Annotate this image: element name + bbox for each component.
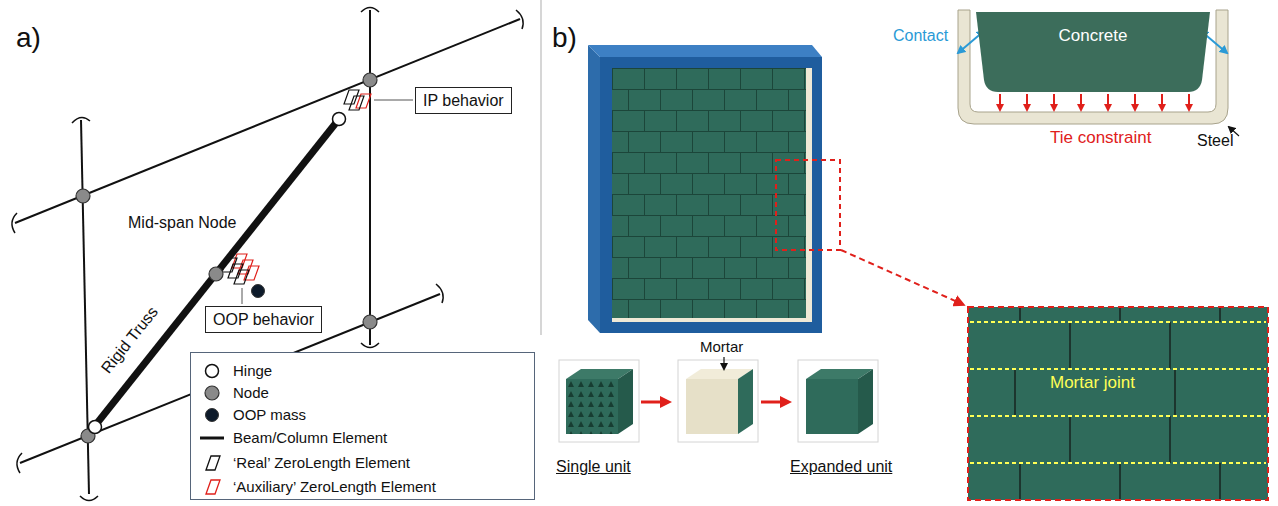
legend-text: Node: [233, 384, 269, 402]
tie-arrows: [1000, 94, 1189, 110]
ip-zero-length-elements: [344, 90, 371, 110]
mortar-unit-block: [686, 369, 753, 434]
legend-text: ‘Real’ ZeroLength Element: [233, 454, 410, 472]
material-label: Steel: [1197, 132, 1233, 150]
legend-text: Hinge: [233, 362, 272, 380]
joint-label: Mortar joint: [1050, 373, 1135, 393]
legend-sample: [197, 453, 227, 473]
zerolength-symbol: [206, 456, 220, 470]
mass-symbol: [206, 409, 219, 422]
expanded-unit-block: [806, 369, 873, 434]
concrete-outline: [976, 12, 1210, 92]
zoomed-wall: [968, 307, 1268, 500]
material-label: Mortar: [700, 338, 743, 355]
process-arrow: [641, 401, 668, 404]
legend-text: ‘Auxiliary’ ZeroLength Element: [233, 478, 436, 496]
node-text: Concrete: [972, 10, 1214, 46]
single-unit-block: [566, 369, 633, 434]
process-arrow: [761, 401, 788, 404]
legend-sample: [197, 477, 227, 497]
unit-caption: Single unit: [556, 458, 631, 476]
truss-label: Rigid Truss: [98, 303, 162, 377]
infilled-wall: [588, 45, 822, 333]
legend-text: Beam/Column Element: [233, 429, 387, 447]
concrete-shape: [972, 10, 1214, 96]
legend-box: HingeNodeOOP massBeam/Column Element ‘Rea…: [190, 352, 535, 500]
unit-caption: Expanded unit: [790, 458, 892, 476]
legend-sample: [197, 383, 227, 403]
node-text: OOP behavior: [213, 310, 314, 329]
element-symbol: [200, 437, 224, 440]
panel-letter: a): [16, 22, 41, 54]
concrete-block: Concrete: [972, 10, 1214, 96]
legend-sample: [197, 428, 227, 448]
node-symbol: [205, 386, 219, 400]
legend-text: OOP mass: [233, 406, 306, 424]
steel-channel: [958, 10, 1228, 124]
legend-sample: [197, 405, 227, 425]
node-label: Mid-span Node: [128, 214, 237, 232]
leader-lines: [242, 100, 413, 304]
oop-mass: [252, 285, 265, 298]
behavior-box: OOP behavior: [205, 306, 322, 333]
unit-frames: [559, 360, 878, 442]
zoom-region: [776, 160, 840, 250]
contact-label: Contact: [893, 27, 948, 45]
zoom-arrow: [841, 250, 962, 304]
oop-zero-length-elements: [222, 254, 259, 284]
mortar-leader: [723, 357, 724, 369]
panel-divider: [540, 0, 542, 335]
constraint-label: Tie constraint: [1050, 128, 1151, 148]
hinge-symbol: [206, 365, 219, 378]
panel-letter: b): [552, 22, 577, 54]
legend-sample: [197, 361, 227, 381]
node-text: IP behavior: [423, 91, 504, 110]
zerolength-symbol: [206, 480, 220, 494]
behavior-box: IP behavior: [415, 87, 512, 114]
